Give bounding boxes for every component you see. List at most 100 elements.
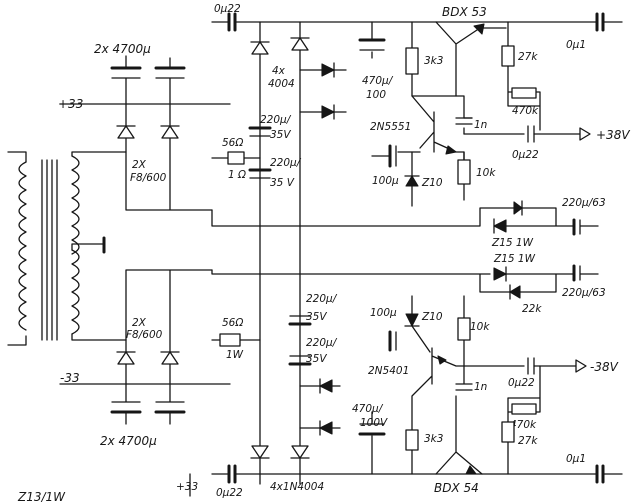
cap-1n-bottom-label: 1n [474,381,487,393]
diode-top-left [117,125,135,139]
cap-100u-top-label: 100µ [372,175,399,187]
filter-cap-top-left [110,55,142,105]
resistor-10k-top-label: 10k [476,167,496,179]
cap-220u-b2-label-a: 220µ/ [306,337,338,349]
transformer-core [41,159,58,341]
diode-horizontal-2 [321,105,335,119]
cap-0u22-bottom-left-label: 0µ22 [216,487,243,499]
resistor-470k-top [511,87,537,99]
resistor-22k-label: 22k [522,303,542,315]
cap-0u22-out-top-label: 0µ22 [512,149,539,161]
cap-220u-t1-label-b: 35V [270,129,291,141]
zener-z10-bottom [405,313,419,327]
diode-top-right [161,125,179,139]
upper-rectifier: 2x 4700µ +33 2X F8/600 [58,42,231,211]
cap-220u63-bottom-label: 220µ/63 [562,287,606,299]
diode-horizontal-1 [321,63,335,77]
zener-z13-bottom [509,285,521,299]
cap-470u-top-label-b: 100 [366,89,386,101]
cap-0u1-top-right-label: 0µ1 [566,39,586,51]
zener-z15-top [493,219,507,233]
diode-ladder-1 [251,41,269,55]
diode-ladder-3 [251,445,269,459]
minus33-left-label: -33 [60,371,80,385]
zener-z10-top [405,175,419,187]
resistor-3k3-top-label: 3k3 [424,55,443,67]
corner-label: Z13/1W [17,490,66,502]
resistor-56-top [227,151,245,165]
cap-0u1-bottom-right-label: 0µ1 [566,453,586,465]
upper-regulator: 0µ22 0µ1 4x 4004 470µ/ 100 56Ω 1 Ω 220µ/… [211,3,630,485]
transformer [7,151,127,346]
minus38-output-arrow [575,359,587,373]
fuses-bottom-label-a: 2X [132,317,147,329]
zener-z15-bottom-label: Z15 1W [493,253,536,265]
diode-ladder-4 [291,445,309,459]
zener-z10-top-label: Z10 [421,177,443,189]
diodes-top-label-a: 4x [272,65,286,77]
cap-220u63-top-label: 220µ/63 [562,197,606,209]
filter-caps-bottom-label: 2x 4700µ [100,434,157,448]
fuses-bottom-label-b: F8/600 [126,329,163,341]
cap-0u22-top-left [227,12,237,32]
cap-0u1-top-right [595,12,605,32]
diode-horizontal-4 [319,421,333,435]
primary-winding [18,161,27,331]
cap-470u-top-label-a: 470µ/ [362,75,394,87]
cap-220u-t2-label-b: 35 V [270,177,295,189]
cap-0u1-bottom-right [595,464,605,484]
filter-caps-top-label: 2x 4700µ [94,42,151,56]
bdx54-label: BDX 54 [434,481,479,495]
cap-220u-b1-label-a: 220µ/ [306,293,338,305]
plus38-output-arrow [579,127,591,141]
resistor-56-bottom [219,333,241,347]
diodes-top-label-b: 4004 [268,78,295,90]
diode-bottom-right [161,351,179,365]
zener-z10-bottom-label: Z10 [421,311,443,323]
plus33-bottom-label: +33 [176,481,198,493]
output-minus38-label: -38V [590,360,619,374]
diode-horizontal-3 [319,379,333,393]
cap-100u-bottom-label: 100µ [370,307,397,319]
cap-220u-t1-label-a: 220µ/ [260,114,292,126]
cap-1n-top-label: 1n [474,119,487,131]
bdx54-emitter-arrow [465,465,477,475]
output-plus38-label: +38V [596,128,630,142]
secondary-winding-lower [71,249,80,335]
resistor-56-bottom-label: 56Ω [222,317,243,329]
filter-cap-bottom-left [110,383,142,425]
resistor-27k-top-label: 27k [518,51,538,63]
cap-220u-b2-label-b: 35V [306,353,327,365]
zener-z15-bottom [493,267,507,281]
q-bottom-emitter-arrow [437,355,447,365]
cap-470u-bottom-label-b: 100V [360,417,388,429]
cap-0u22-out-bottom-label: 0µ22 [508,377,535,389]
cap-470u-bottom-label-a: 470µ/ [352,403,384,415]
resistor-3k3-bottom [405,429,419,451]
resistor-3k3-top [405,47,419,75]
resistor-3k3-bottom-label: 3k3 [424,433,443,445]
resistor-56-top-label: 56Ω [222,137,243,149]
diode-ladder-2 [291,37,309,51]
bdx53-emitter-arrow [473,23,485,35]
zener-z15-top-label: Z15 1W [491,237,534,249]
zener-z13-top [513,201,523,215]
resistor-27k-bottom [501,421,515,443]
resistor-27k-top [501,45,515,67]
resistor-470k-top-label: 470k [512,105,539,117]
lower-rectifier: 2x 4700µ -33 2X F8/600 [59,269,231,448]
cap-220u-b1-label-b: 35V [306,311,327,323]
secondary-winding-upper [71,155,80,255]
transistor-top-label: 2N5551 [370,121,411,133]
bdx53-label: BDX 53 [442,5,487,19]
fuses-top-label-b: F8/600 [130,172,167,184]
diode-bottom-left [117,351,135,365]
resistor-10k-top [457,159,471,185]
transistor-bottom-label: 2N5401 [368,365,409,377]
filter-cap-top-right [154,57,186,105]
resistor-56-top-power: 1 Ω [228,169,246,181]
resistor-56-bottom-power: 1W [226,349,244,361]
q-top-emitter-arrow [445,145,457,155]
cap-0u22-top-left-label: 0µ22 [214,3,241,15]
